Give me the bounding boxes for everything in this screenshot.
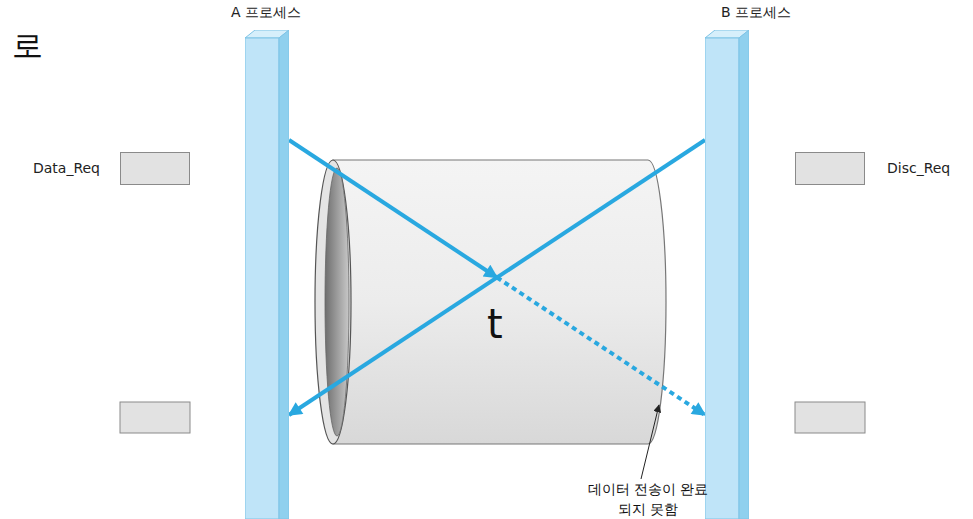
time-mark: t [487,296,503,352]
message-line [289,140,705,415]
message-arrow [289,140,705,415]
primitive-box: Data_Req [120,152,190,185]
process-label: B 프로세스 [721,4,791,21]
box-fill [121,153,190,185]
message-line [289,140,497,278]
message-arrow [289,140,705,415]
slab-side [279,30,289,519]
primitive-box: Disc_Req [795,152,865,185]
box-outline [795,152,865,185]
box-outline [120,152,190,185]
process-slab: B 프로세스 [705,30,749,519]
process-slab: A 프로세스 [245,30,289,519]
box-fill [796,153,865,185]
signal-label: Data_Req [33,160,100,177]
cut-heading: 로 [12,24,43,67]
slab-outline [705,30,749,519]
slab-side [739,30,749,519]
signal-label: Disc_Req [887,160,950,177]
pipe-opening [325,168,349,436]
slab-outline [245,30,289,519]
lost-message-line [497,278,705,416]
slab-front [245,38,279,519]
leader-line [641,405,659,479]
empty-box [120,402,190,433]
slab-front [705,38,739,519]
empty-box [795,402,865,433]
process-label: A 프로세스 [231,4,301,21]
note-text: 데이터 전송이 완료되지 못함 [583,480,713,519]
pipe-rim [315,160,351,444]
